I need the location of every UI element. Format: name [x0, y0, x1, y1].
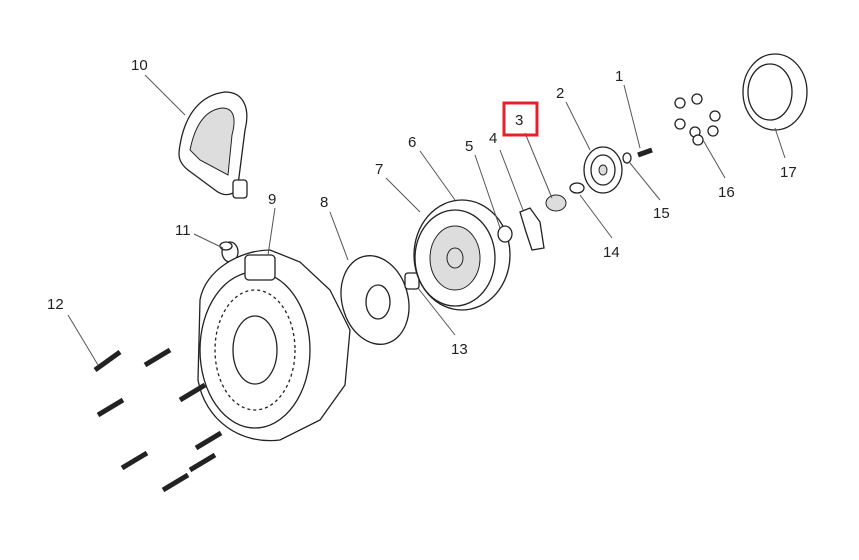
part-4-pawl[interactable] — [519, 207, 545, 251]
callout-12: 12 — [47, 296, 64, 313]
highlight-box — [502, 101, 539, 137]
callout-2: 2 — [556, 85, 564, 102]
callout-7: 7 — [375, 161, 383, 178]
part-3-coil-spring[interactable] — [545, 194, 567, 212]
callout-10: 10 — [131, 57, 148, 74]
part-15-washer[interactable] — [622, 152, 632, 164]
callout-14: 14 — [603, 244, 620, 261]
part-1-screw[interactable] — [637, 147, 653, 158]
callout-labels: 1 2 3 4 5 6 7 8 9 10 11 12 13 14 15 16 1… — [47, 57, 797, 358]
callout-16: 16 — [718, 184, 735, 201]
part-16-nuts[interactable] — [674, 93, 721, 146]
part-5-spring[interactable] — [497, 225, 513, 243]
part-17-cup[interactable] — [742, 53, 808, 131]
callout-11: 11 — [175, 222, 191, 239]
part-14-clip[interactable] — [569, 182, 585, 194]
callout-8: 8 — [320, 194, 328, 211]
callout-5: 5 — [465, 138, 473, 155]
callout-1: 1 — [615, 68, 623, 85]
part-2-disc[interactable] — [583, 146, 623, 194]
part-11-plug[interactable] — [219, 241, 239, 263]
part-12-bolts[interactable] — [93, 347, 223, 493]
callout-6: 6 — [408, 134, 416, 151]
callout-4: 4 — [489, 130, 497, 147]
callout-13: 13 — [451, 341, 468, 358]
callout-15: 15 — [653, 205, 670, 222]
leader-lines — [67, 74, 786, 366]
callout-17: 17 — [780, 164, 797, 181]
callout-9: 9 — [268, 191, 276, 208]
part-10-handle[interactable] — [178, 91, 248, 199]
part-9-starter-housing[interactable] — [197, 249, 351, 442]
part-8-plate[interactable] — [331, 248, 418, 352]
part-7-pulley[interactable] — [413, 199, 511, 311]
callout-3[interactable]: 3 — [515, 112, 523, 129]
